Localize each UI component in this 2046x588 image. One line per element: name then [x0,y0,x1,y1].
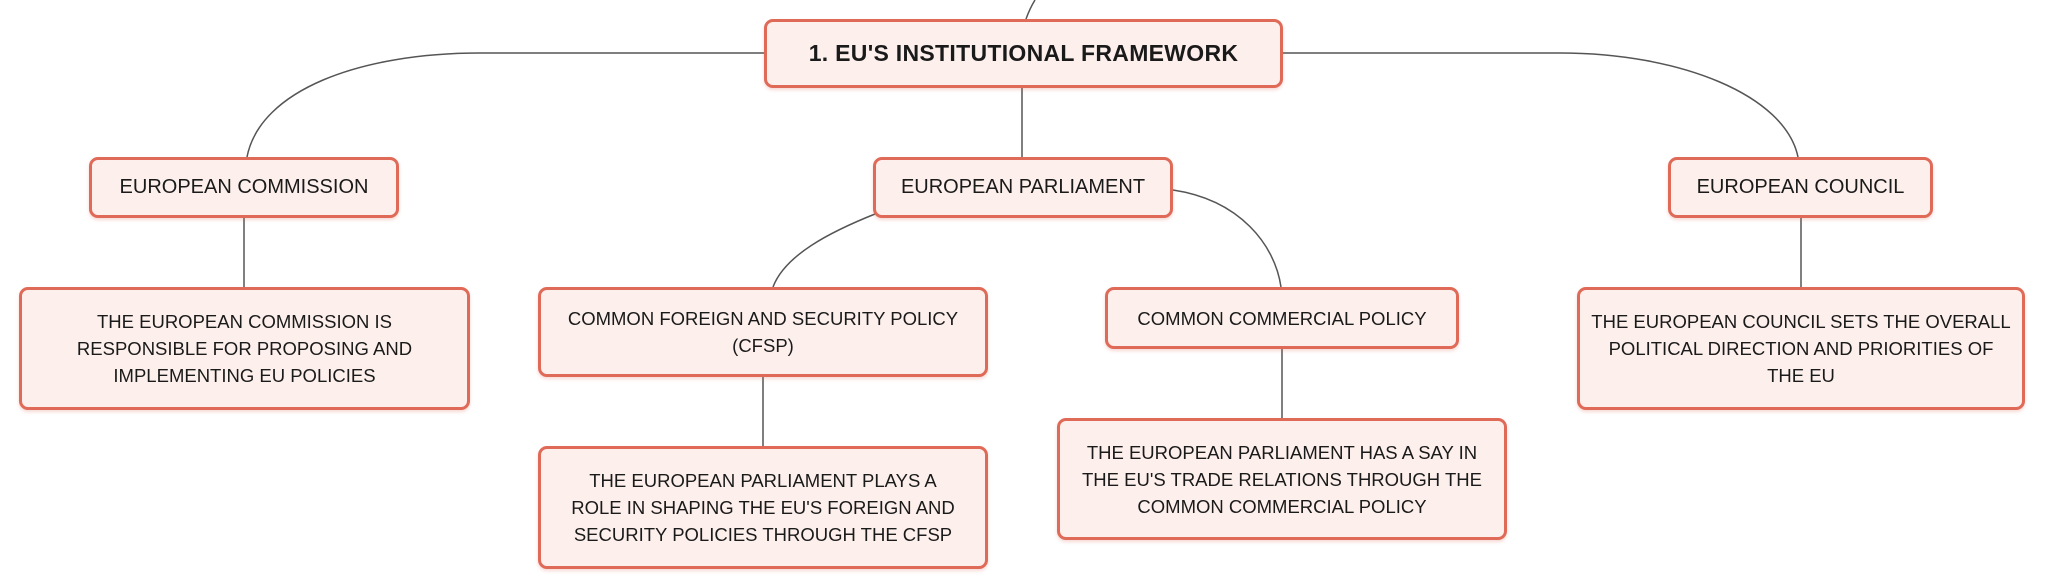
european-council-node[interactable]: EUROPEAN COUNCIL [1668,157,1933,218]
cfsp-node[interactable]: COMMON FOREIGN AND SECURITY POLICY (CFSP… [538,287,988,377]
council-description-node[interactable]: THE EUROPEAN COUNCIL SETS THE OVERALL PO… [1577,287,2025,410]
cfsp-label: COMMON FOREIGN AND SECURITY POLICY (CFSP… [567,308,959,356]
connector-root-commission [246,52,765,158]
european-parliament-label: EUROPEAN PARLIAMENT [900,176,1146,198]
commission-description-text: THE EUROPEAN COMMISSION IS RESPONSIBLE F… [76,311,413,386]
european-commission-node[interactable]: EUROPEAN COMMISSION [89,157,399,218]
european-parliament-node[interactable]: EUROPEAN PARLIAMENT [873,157,1173,218]
connector-root-council [1282,52,1799,158]
common-commercial-policy-label: COMMON COMMERCIAL POLICY [1137,307,1427,329]
ccp-description-node[interactable]: THE EUROPEAN PARLIAMENT HAS A SAY IN THE… [1057,418,1507,540]
commission-description-node[interactable]: THE EUROPEAN COMMISSION IS RESPONSIBLE F… [19,287,470,410]
connector-parliament-cfsp [772,213,876,288]
european-council-label: EUROPEAN COUNCIL [1696,176,1905,198]
european-commission-label: EUROPEAN COMMISSION [119,176,369,198]
connector-incoming-root [1025,0,1036,20]
root-node-label: 1. EU'S INSTITUTIONAL FRAMEWORK [808,40,1239,66]
ccp-description-text: THE EUROPEAN PARLIAMENT HAS A SAY IN THE… [1082,441,1482,517]
cfsp-description-text: THE EUROPEAN PARLIAMENT PLAYS A ROLE IN … [571,470,955,545]
root-node[interactable]: 1. EU'S INSTITUTIONAL FRAMEWORK [764,19,1283,88]
cfsp-description-node[interactable]: THE EUROPEAN PARLIAMENT PLAYS A ROLE IN … [538,446,988,569]
common-commercial-policy-node[interactable]: COMMON COMMERCIAL POLICY [1105,287,1459,349]
connector-parliament-ccp [1172,189,1282,288]
council-description-text: THE EUROPEAN COUNCIL SETS THE OVERALL PO… [1591,311,2011,386]
